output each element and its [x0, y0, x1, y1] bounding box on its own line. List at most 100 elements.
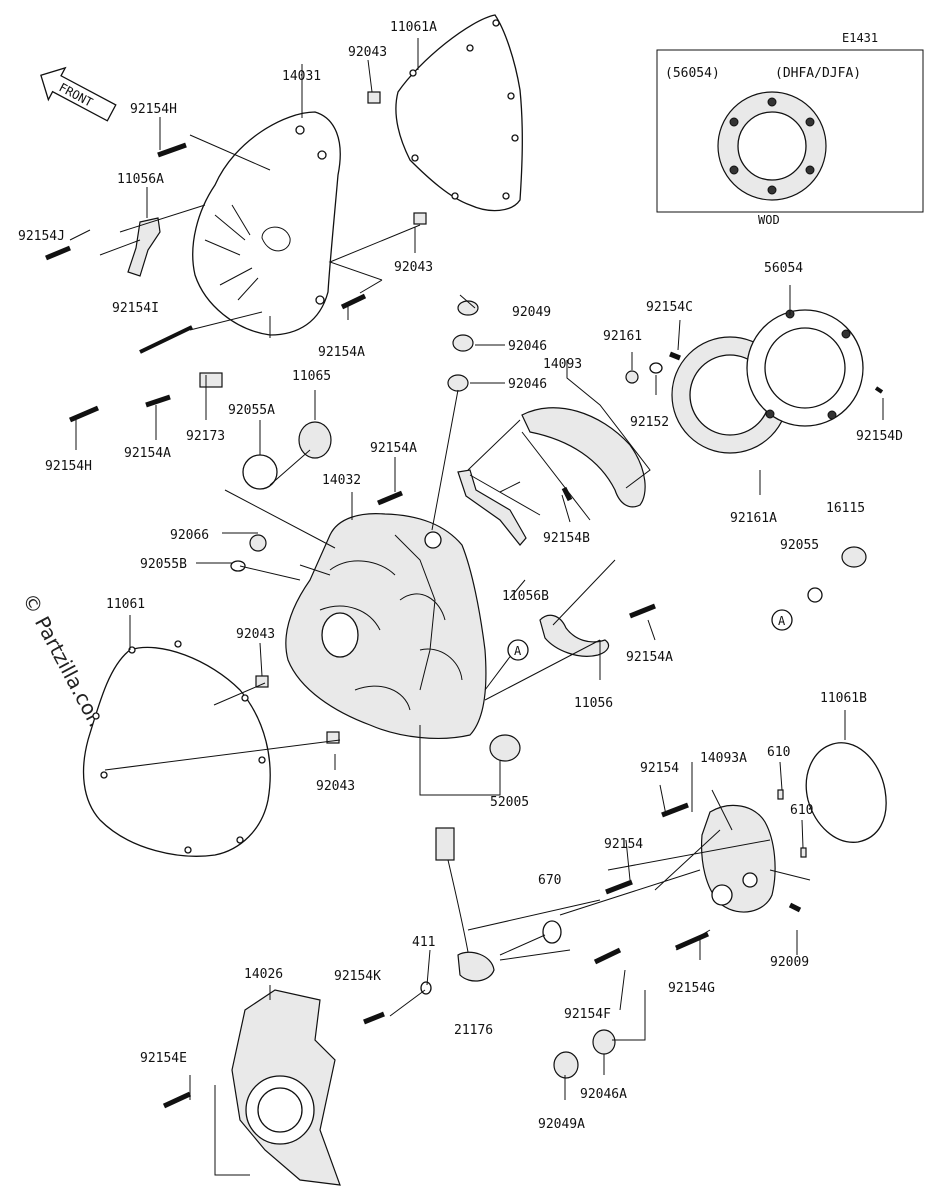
label-92055a[interactable]: 92055A — [228, 403, 275, 418]
label-92154[interactable]: 92154 — [604, 837, 643, 852]
label-11056a[interactable]: 11056A — [117, 172, 164, 187]
inset-caption: WOD — [758, 213, 780, 227]
label-11061b[interactable]: 11061B — [820, 691, 867, 706]
front-arrow: FRONT — [40, 66, 117, 122]
label-610[interactable]: 610 — [767, 745, 790, 760]
cover-14032-ribs — [319, 534, 463, 711]
label-16115[interactable]: 16115 — [826, 501, 865, 516]
label-92055[interactable]: 92055 — [780, 538, 819, 553]
leader-lines — [69, 38, 884, 1176]
label-21176[interactable]: 21176 — [454, 1023, 493, 1038]
label-92043[interactable]: 92043 — [394, 260, 433, 275]
label-610[interactable]: 610 — [790, 803, 813, 818]
label-92043[interactable]: 92043 — [348, 45, 387, 60]
label-14026[interactable]: 14026 — [244, 967, 283, 982]
gasket-11061a-holes — [409, 19, 519, 200]
label-92046[interactable]: 92046 — [508, 339, 547, 354]
label-92154f[interactable]: 92154F — [564, 1007, 611, 1022]
label-92154a[interactable]: 92154A — [370, 441, 417, 456]
label-11065[interactable]: 11065 — [292, 369, 331, 384]
bolt-92154-b — [605, 879, 633, 895]
part-labels: 11061A 92043 14031 92154H 11056A 92154J … — [18, 20, 903, 1132]
label-14032[interactable]: 14032 — [322, 473, 361, 488]
label-14093a[interactable]: 14093A — [700, 751, 747, 766]
label-14031[interactable]: 14031 — [282, 69, 321, 84]
bolt-92154h-top — [157, 142, 187, 158]
label-11061[interactable]: 11061 — [106, 597, 145, 612]
label-92009[interactable]: 92009 — [770, 955, 809, 970]
variant-inset-box — [656, 49, 924, 213]
gasket-11061 — [82, 646, 271, 857]
label-11056b[interactable]: 11056B — [502, 589, 549, 604]
housing-14093a-seal — [711, 884, 733, 906]
gasket-11061-holes — [92, 640, 266, 854]
label-92173[interactable]: 92173 — [186, 429, 225, 444]
label-670[interactable]: 670 — [538, 873, 561, 888]
label-92154k[interactable]: 92154K — [334, 969, 381, 984]
bolt-92154b — [561, 486, 573, 502]
label-14093[interactable]: 14093 — [543, 357, 582, 372]
pin-610-b — [800, 847, 807, 858]
seal-92161 — [625, 370, 639, 384]
inset-variant-label: (DHFA/DJFA) — [775, 66, 861, 81]
label-92049a[interactable]: 92049A — [538, 1117, 585, 1132]
label-92154b[interactable]: 92154B — [543, 531, 590, 546]
cover-14031-fins — [204, 204, 291, 301]
o-ring-92055b — [230, 560, 246, 572]
o-ring-670 — [542, 920, 562, 944]
label-92154[interactable]: 92154 — [640, 761, 679, 776]
label-92046a[interactable]: 92046A — [580, 1087, 627, 1102]
label-411[interactable]: 411 — [412, 935, 435, 950]
label-11061a[interactable]: 11061A — [390, 20, 437, 35]
label-92066[interactable]: 92066 — [170, 528, 209, 543]
o-ring-92055 — [807, 587, 823, 603]
label-92152[interactable]: 92152 — [630, 415, 669, 430]
cover-14026-window-inner — [257, 1087, 303, 1133]
label-92161[interactable]: 92161 — [603, 329, 642, 344]
housing-14093a-boss — [742, 872, 758, 888]
dowel-pin-92043-d — [326, 731, 340, 744]
label-92154d[interactable]: 92154D — [856, 429, 903, 444]
plug-11065 — [298, 421, 332, 459]
label-11056[interactable]: 11056 — [574, 696, 613, 711]
label-92154h[interactable]: 92154H — [130, 102, 177, 117]
cap-16115 — [841, 546, 867, 568]
label-92154i[interactable]: 92154I — [112, 301, 159, 316]
label-52005[interactable]: 52005 — [490, 795, 529, 810]
label-92154c[interactable]: 92154C — [646, 300, 693, 315]
label-92154j[interactable]: 92154J — [18, 229, 65, 244]
label-92154a[interactable]: 92154A — [318, 345, 365, 360]
label-92049[interactable]: 92049 — [512, 305, 551, 320]
collar-92152 — [649, 362, 663, 374]
bolt-92154k — [363, 1011, 385, 1025]
label-56054[interactable]: 56054 — [764, 261, 803, 276]
bearing-92046a — [592, 1029, 616, 1055]
bracket-11056b — [457, 469, 527, 546]
cover-14031-bolt-hole — [315, 295, 325, 305]
label-92043[interactable]: 92043 — [236, 627, 275, 642]
label-92154g[interactable]: 92154G — [668, 981, 715, 996]
ref-mark-a-label: A — [514, 644, 522, 658]
seal-92049 — [457, 300, 479, 316]
label-92043[interactable]: 92043 — [316, 779, 355, 794]
label-92161a[interactable]: 92161A — [730, 511, 777, 526]
cover-14031 — [192, 111, 341, 336]
bolt-92154a-c — [377, 490, 403, 506]
ref-mark-a-cap: A — [771, 609, 793, 631]
label-92154a[interactable]: 92154A — [626, 650, 673, 665]
label-92154h[interactable]: 92154H — [45, 459, 92, 474]
label-92154e[interactable]: 92154E — [140, 1051, 187, 1066]
label-92046[interactable]: 92046 — [508, 377, 547, 392]
cover-14032 — [285, 513, 487, 739]
ref-mark-a-cover: A — [507, 639, 529, 661]
bolt-92154a-d — [629, 603, 656, 619]
cover-14032-port — [424, 531, 442, 549]
dowel-pin-92043-a — [367, 91, 381, 104]
ref-mark-a-label: A — [778, 614, 786, 628]
inset-gasket-56054 — [717, 91, 827, 201]
label-92154a[interactable]: 92154A — [124, 446, 171, 461]
label-92055b[interactable]: 92055B — [140, 557, 187, 572]
bracket-11056a — [127, 217, 161, 277]
bearing-92046-a — [452, 334, 474, 352]
